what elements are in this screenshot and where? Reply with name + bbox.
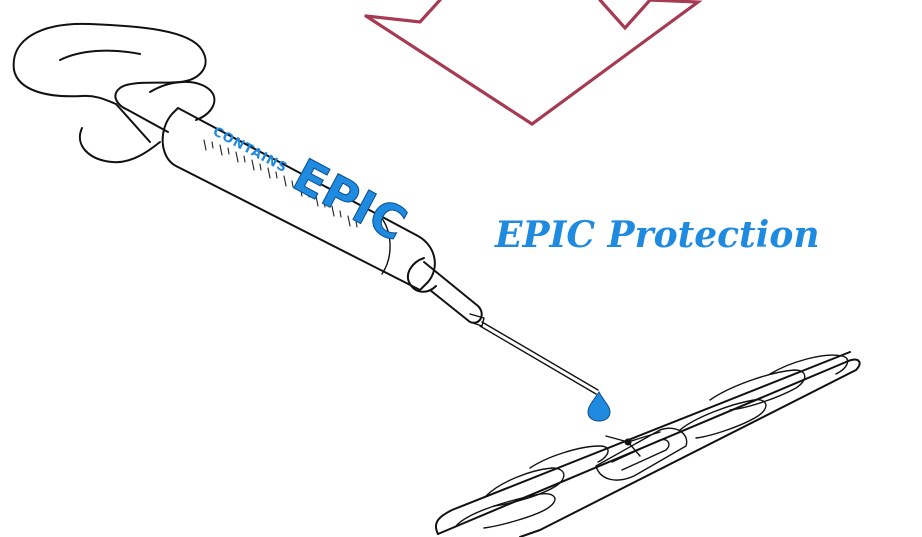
syringe-icon: CONTAINS EPIC <box>12 22 599 395</box>
syringe-label-contains: CONTAINS <box>210 124 290 176</box>
syringe-label-epic: EPIC <box>285 148 416 252</box>
rfid-tag-icon <box>434 351 861 537</box>
caption-epic-protection: EPIC Protection <box>495 214 820 256</box>
down-arrow-icon <box>364 0 703 126</box>
down-arrow-icon-left-arm <box>364 0 442 24</box>
droplet-icon <box>587 390 611 422</box>
